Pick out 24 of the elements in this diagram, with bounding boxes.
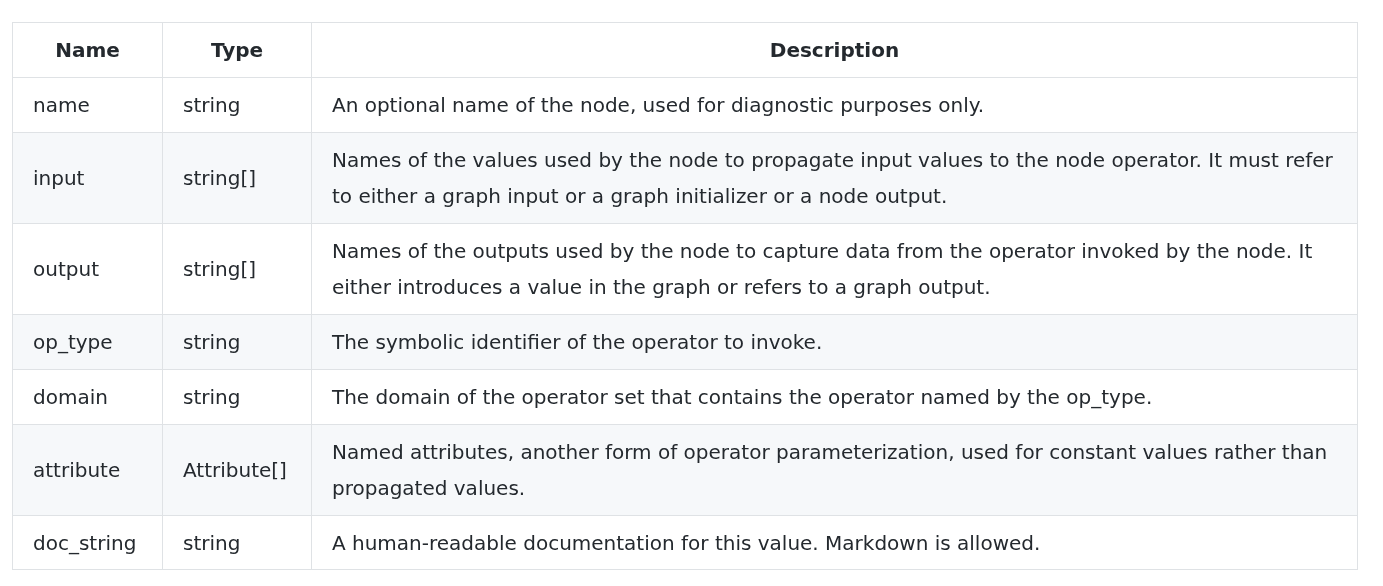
table-cell: Attribute[] <box>162 424 312 516</box>
table-cell: op_type <box>12 314 163 370</box>
table-cell: string[] <box>162 132 312 224</box>
table-cell: Named attributes, another form of operator parameterization, used for constant values rather than propagated values. <box>311 424 1358 516</box>
table-cell: string <box>162 314 312 370</box>
table-cell: string[] <box>162 223 312 315</box>
table-cell: domain <box>12 369 163 425</box>
table-cell: Names of the outputs used by the node to capture data from the operator invoked by the node. It either introduces a value in the graph or refers to a graph output. <box>311 223 1358 315</box>
column-header: Description <box>311 22 1358 78</box>
table-cell: Names of the values used by the node to propagate input values to the node operator. It must refer to either a graph input or a graph initializer or a node output. <box>311 132 1358 224</box>
table-cell: An optional name of the node, used for diagnostic purposes only. <box>311 77 1358 133</box>
column-header: Name <box>12 22 163 78</box>
table-cell: The symbolic identifier of the operator to invoke. <box>311 314 1358 370</box>
table-cell: output <box>12 223 163 315</box>
table-cell: input <box>12 132 163 224</box>
table-cell: string <box>162 77 312 133</box>
table-cell: string <box>162 515 312 570</box>
table-cell: doc_string <box>12 515 163 570</box>
table-cell: attribute <box>12 424 163 516</box>
table-cell: The domain of the operator set that contains the operator named by the op_type. <box>311 369 1358 425</box>
table-cell: A human-readable documentation for this value. Markdown is allowed. <box>311 515 1358 570</box>
column-header: Type <box>162 22 312 78</box>
table-cell: string <box>162 369 312 425</box>
table-cell: name <box>12 77 163 133</box>
